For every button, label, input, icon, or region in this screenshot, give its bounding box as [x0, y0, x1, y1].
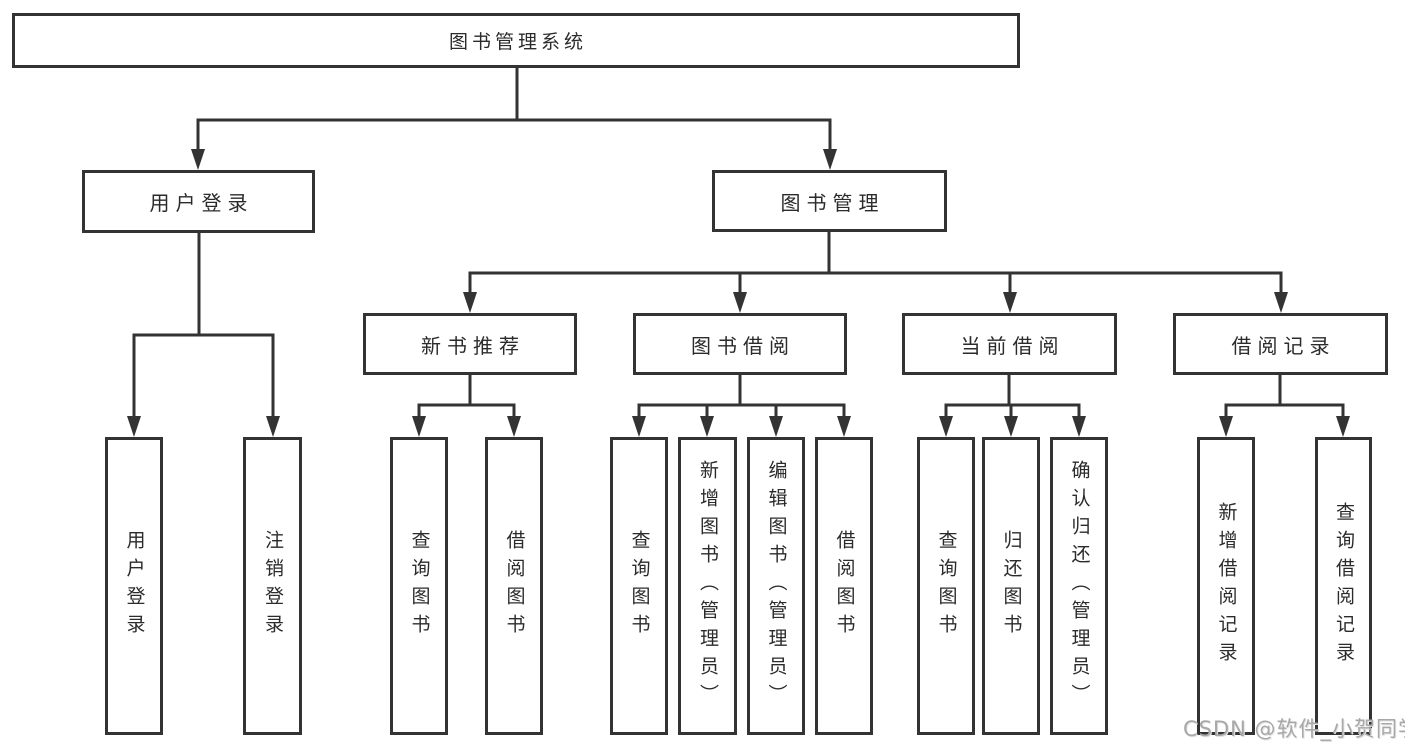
connector-book-borrowing-children — [632, 372, 851, 437]
leaf-query-books-recommendation: 查询图书 — [390, 437, 448, 735]
leaf-label: 查询图书 — [408, 530, 431, 642]
leaf-label: 用户登录 — [123, 530, 146, 642]
connector-new-book-recommendation-children — [412, 372, 521, 437]
leaf-label: 注销登录 — [262, 530, 284, 642]
connector-path — [637, 372, 846, 420]
connector-path — [1224, 372, 1345, 420]
leaf-borrow-books-borrowing: 借阅图书 — [815, 437, 873, 735]
connector-path — [417, 372, 516, 420]
leaf-label: 归还图书 — [1000, 530, 1023, 642]
leaf-label: 查询图书 — [628, 530, 651, 642]
arrowhead-icon — [769, 416, 783, 437]
node-label: 用户登录 — [149, 191, 254, 215]
arrowhead-icon — [1072, 416, 1086, 437]
arrowhead-icon — [412, 416, 426, 437]
leaf-query-books-current: 查询图书 — [917, 437, 975, 735]
leaf-label: 查询图书 — [935, 530, 958, 642]
arrowhead-icon — [837, 416, 851, 437]
connector-user-login-children — [127, 230, 280, 437]
connector-root-to-level2 — [191, 66, 837, 170]
leaf-label: 确认归还（管理员） — [1068, 460, 1091, 712]
leaf-label: 新增借阅记录 — [1215, 502, 1238, 670]
leaf-add-borrow-record: 新增借阅记录 — [1197, 437, 1255, 735]
csdn-watermark: CSDN @软件_小贺同学 — [1183, 717, 1405, 741]
connector-path — [468, 230, 1283, 296]
arrowhead-icon — [463, 292, 477, 313]
node-borrowing-records: 借阅记录 — [1173, 313, 1388, 375]
arrowhead-icon — [700, 416, 714, 437]
leaf-user-login: 用户登录 — [105, 437, 163, 735]
node-label: 当前借阅 — [960, 333, 1065, 358]
arrowhead-icon — [507, 416, 521, 437]
arrowhead-icon — [1004, 416, 1018, 437]
connector-borrowing-records-children — [1219, 372, 1350, 437]
node-label: 借阅记录 — [1231, 333, 1336, 358]
connector-book-management-children — [463, 230, 1288, 313]
leaf-label: 编辑图书（管理员） — [765, 460, 788, 712]
node-label: 图书管理系统 — [448, 31, 587, 53]
arrowhead-icon — [1003, 292, 1017, 313]
arrowhead-icon — [939, 416, 953, 437]
connector-path — [132, 230, 275, 420]
node-label: 新书推荐 — [421, 333, 525, 358]
arrowhead-icon — [733, 292, 747, 313]
node-user-login: 用户登录 — [82, 170, 315, 233]
node-new-book-recommendation: 新书推荐 — [363, 313, 577, 375]
connector-current-borrowing-children — [939, 372, 1086, 437]
node-book-borrowing: 图书借阅 — [633, 313, 847, 375]
arrowhead-icon — [266, 416, 280, 437]
node-library-management-system: 图书管理系统 — [12, 13, 1020, 68]
leaf-label: 借阅图书 — [503, 530, 526, 642]
node-current-borrowing: 当前借阅 — [902, 313, 1117, 375]
leaf-query-borrow-record: 查询借阅记录 — [1315, 437, 1372, 735]
leaf-label: 新增图书（管理员） — [697, 460, 719, 712]
arrowhead-icon — [632, 416, 646, 437]
leaf-return-books: 归还图书 — [982, 437, 1040, 735]
arrowhead-icon — [127, 416, 141, 437]
connector-path — [196, 66, 832, 153]
connector-path — [944, 372, 1081, 420]
leaf-label: 查询借阅记录 — [1333, 502, 1355, 670]
arrowhead-icon — [191, 149, 205, 170]
leaf-query-books-borrowing: 查询图书 — [610, 437, 668, 735]
arrowhead-icon — [1274, 292, 1288, 313]
arrowhead-icon — [1336, 416, 1350, 437]
node-book-management: 图书管理 — [712, 170, 947, 232]
leaf-confirm-return-admin: 确认归还（管理员） — [1050, 437, 1108, 735]
leaf-edit-book-admin: 编辑图书（管理员） — [747, 437, 805, 735]
node-label: 图书借阅 — [691, 333, 795, 358]
leaf-logout: 注销登录 — [243, 437, 302, 735]
leaf-borrow-books-recommendation: 借阅图书 — [485, 437, 543, 735]
arrowhead-icon — [1219, 416, 1233, 437]
leaf-label: 借阅图书 — [833, 530, 856, 642]
arrowhead-icon — [823, 149, 837, 170]
node-label: 图书管理 — [780, 190, 885, 215]
leaf-add-book-admin: 新增图书（管理员） — [678, 437, 737, 735]
